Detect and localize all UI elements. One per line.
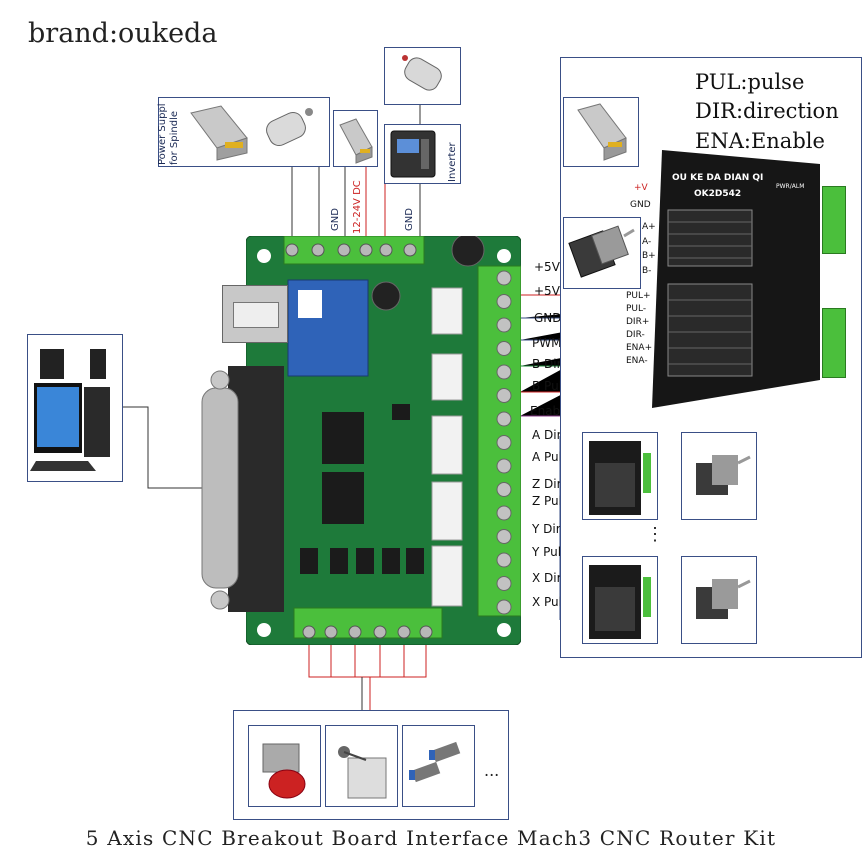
- inverter-image: [390, 130, 436, 178]
- stepper-motor-box: [563, 217, 641, 289]
- terminal-screw: [496, 552, 512, 568]
- computer-image: [30, 349, 110, 471]
- spindle-motor-image: [266, 108, 313, 147]
- terminal-label: +5V: [534, 284, 560, 298]
- axis-driver-box-2: [582, 556, 658, 644]
- driver-terminal-bottom: [822, 308, 846, 378]
- axis-motor-box-1: [681, 432, 757, 520]
- breakout-board: [245, 233, 522, 646]
- terminal-screw: [496, 317, 512, 333]
- pin-label: PUL-: [626, 304, 646, 314]
- spindle-power-illustration: [190, 105, 313, 161]
- psu-box: [333, 110, 378, 167]
- terminal-screw: [496, 294, 512, 309]
- terminal-label: +5V: [534, 260, 560, 274]
- terminal-screw: [496, 435, 512, 450]
- terminal-screw: [496, 411, 512, 427]
- pin-label: B-: [642, 266, 651, 276]
- driver-pin-labels: +V GND A+ A- B+ B- PUL+ PUL- DIR+ DIR- E…: [626, 183, 656, 366]
- driver-psu-box: [563, 97, 639, 167]
- limit-switch-image: [338, 746, 387, 799]
- terminal-label: Z Pul: [532, 494, 562, 508]
- pin-label: DIR-: [626, 330, 645, 340]
- pin-label: B+: [642, 251, 656, 261]
- inverter-box: [384, 124, 461, 184]
- computer-box: [27, 334, 123, 482]
- terminal-label: Y Pul: [532, 545, 562, 559]
- svg-text:Inverter: Inverter: [447, 141, 458, 182]
- legend-pul: PUL:pulse: [695, 70, 805, 94]
- legend-dir: DIR:direction: [695, 99, 839, 123]
- dc-range-label: 12-24V DC: [349, 172, 363, 236]
- svg-text:GND: GND: [404, 208, 415, 231]
- axis-driver-box-1: [582, 432, 658, 520]
- proximity-sensor-image: [409, 741, 461, 783]
- terminal-screw: [496, 482, 512, 497]
- stepper-driver: OU KE DA DIAN QI OK2D542 PWR/ALM: [652, 150, 830, 408]
- terminal-label: Y Dir: [532, 522, 561, 536]
- terminal-label: X Dir: [532, 571, 562, 585]
- pin-label: ENA+: [626, 343, 652, 353]
- terminal-screw: [496, 599, 512, 615]
- pin-label: ENA-: [626, 356, 648, 366]
- terminal-label: GND: [534, 311, 562, 325]
- terminal-label: X Pul: [532, 595, 562, 609]
- stepper-motor-image: [568, 225, 635, 278]
- terminal-screw: [496, 364, 512, 380]
- gnd-label-1: GND: [327, 195, 341, 235]
- motor-top-box: [384, 47, 461, 105]
- pin-label: PUL+: [626, 291, 651, 301]
- driver-psu-image: [577, 103, 627, 161]
- terminal-label: A Pul: [532, 450, 562, 464]
- svg-text:12-24V DC: 12-24V DC: [352, 180, 363, 234]
- proximity-sensor-box: [402, 725, 475, 807]
- limit-switch-box: [325, 725, 398, 807]
- svg-text:Power Supply: Power Supply: [157, 103, 168, 165]
- svg-text:OU KE DA DIAN QI: OU KE DA DIAN QI: [672, 173, 763, 183]
- power-supply-image: [190, 105, 248, 161]
- inverter-label: Inverter: [444, 126, 460, 184]
- more-sensors: ...: [484, 761, 500, 780]
- terminal-label: Enabl: [530, 404, 564, 418]
- svg-text:PWR/ALM: PWR/ALM: [776, 183, 804, 190]
- svg-text:for Spindle: for Spindle: [169, 111, 180, 165]
- terminal-screw: [496, 388, 512, 403]
- terminal-labels: +5V +5V GND PWM B Dir B Pul Enabl A Dir …: [528, 260, 568, 610]
- estop-image: [262, 743, 306, 799]
- estop-box: [248, 725, 321, 807]
- terminal-label: B Pul: [532, 379, 563, 393]
- terminal-label: Z Dir: [532, 477, 562, 491]
- spindle-motor-top: [402, 55, 442, 91]
- terminal-screw: [496, 458, 512, 474]
- pin-label: GND: [630, 200, 651, 210]
- svg-text:GND: GND: [330, 208, 341, 231]
- terminal-screw: [496, 270, 512, 286]
- legend-ena: ENA:Enable: [695, 129, 825, 153]
- pin-label: DIR+: [626, 317, 649, 327]
- svg-text:OK2D542: OK2D542: [694, 189, 741, 199]
- terminal-label: A Dir: [532, 428, 562, 442]
- terminal-label: PWM: [532, 336, 562, 350]
- terminal-label: B Dir: [532, 357, 562, 371]
- terminal-screw: [496, 341, 512, 356]
- spindle-power-box: [158, 97, 330, 167]
- sensors-frame: ...: [233, 710, 509, 820]
- more-axes-dots: ⋮: [646, 524, 664, 545]
- axis-motor-box-2: [681, 556, 757, 644]
- pin-label: A-: [642, 237, 651, 247]
- db25-connector: [198, 366, 288, 612]
- terminal-screw: [496, 529, 512, 544]
- usb-port: [222, 285, 288, 343]
- caption: 5 Axis CNC Breakout Board Interface Mach…: [85, 826, 777, 850]
- pin-label: +V: [634, 183, 649, 193]
- terminal-screw: [496, 576, 512, 591]
- power-supply-label: Power Supply for Spindle: [150, 97, 190, 165]
- gnd-label-2: GND: [401, 195, 415, 235]
- driver-terminal-top: [822, 186, 846, 254]
- psu-image: [339, 118, 373, 164]
- brand-label: brand:oukeda: [28, 18, 218, 49]
- pin-label: A+: [642, 222, 656, 232]
- terminal-screw: [496, 505, 512, 521]
